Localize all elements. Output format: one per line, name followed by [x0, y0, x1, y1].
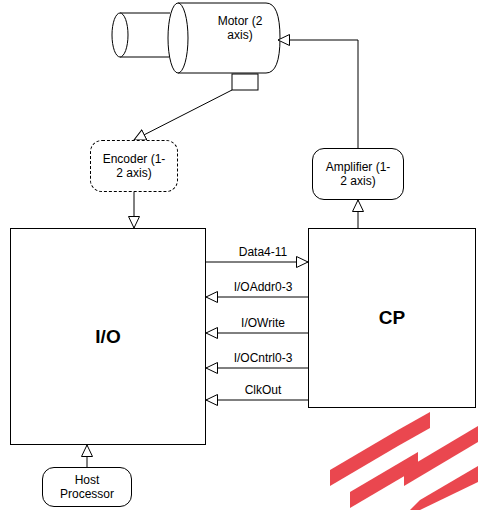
connector — [206, 333, 308, 334]
signal-name: I/OWrite — [239, 316, 287, 330]
signal-name: Data4-11 — [237, 245, 289, 259]
node-label: Motor (2 axis) — [208, 14, 272, 42]
connector — [134, 90, 232, 140]
encoder-box: Encoder (1-2 axis) — [90, 140, 178, 192]
amplifier-box: Amplifier (1-2 axis) — [312, 148, 404, 200]
node-label: CP — [379, 307, 405, 329]
connector — [206, 297, 308, 298]
io-block: I/O — [10, 228, 206, 445]
connector — [87, 445, 88, 467]
connector — [206, 262, 308, 263]
signal-name: I/OCntrl0-3 — [232, 351, 295, 365]
cp-block: CP — [308, 228, 476, 408]
node-label: Encoder (1-2 axis) — [101, 152, 167, 180]
connector — [206, 368, 308, 369]
text-group: I/O — [95, 326, 120, 348]
node-label: I/O — [95, 326, 120, 348]
motor-body: Motor (2 axis) — [108, 2, 280, 90]
signal-name: I/OAddr0-3 — [232, 280, 295, 294]
node-label: Host Processor — [56, 473, 118, 501]
connector — [358, 200, 359, 228]
connector — [134, 192, 135, 228]
text-group: Motor (2 axis) — [208, 14, 272, 42]
connector — [206, 400, 308, 401]
connector — [278, 40, 358, 148]
host-box: Host Processor — [42, 467, 132, 507]
text-group: Encoder (1-2 axis) — [101, 152, 167, 180]
node-label: Amplifier (1-2 axis) — [325, 160, 391, 188]
signal-name: ClkOut — [243, 383, 284, 397]
text-group: CP — [379, 307, 405, 329]
text-group: Host Processor — [56, 473, 118, 501]
text-group: Amplifier (1-2 axis) — [325, 160, 391, 188]
